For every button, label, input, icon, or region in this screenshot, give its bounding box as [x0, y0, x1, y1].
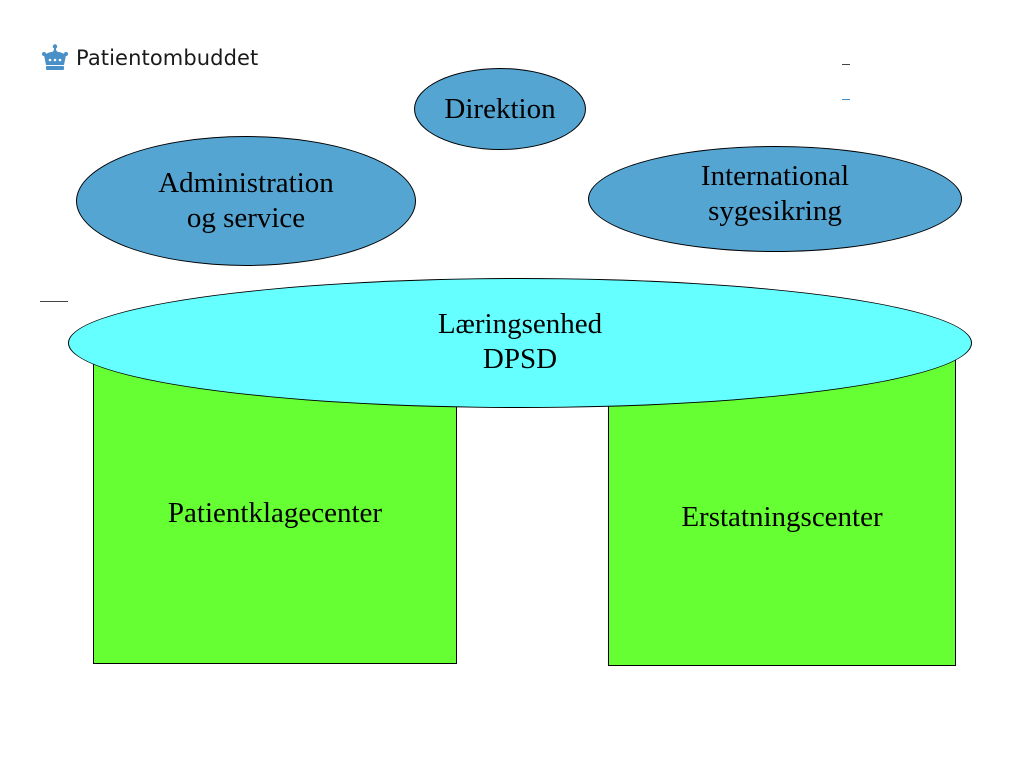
direktion-node: Direktion	[414, 68, 586, 150]
administration-node: Administration og service	[76, 136, 416, 266]
direktion-label: Direktion	[444, 92, 556, 125]
administration-label-line2: og service	[186, 202, 306, 234]
decorative-line	[842, 99, 850, 100]
erstatningscenter-label: Erstatningscenter	[681, 500, 883, 533]
international-node: International sygesikring	[588, 146, 962, 252]
laeringsenhed-label-line2: DPSD	[482, 342, 558, 375]
international-label-line1: International	[700, 160, 850, 192]
decorative-line	[842, 64, 850, 65]
crown-icon	[42, 44, 68, 70]
decorative-line	[40, 301, 68, 302]
patientklagecenter-label: Patientklagecenter	[167, 496, 383, 529]
international-label-line2: sygesikring	[708, 194, 842, 227]
logo: Patientombuddet	[40, 40, 258, 76]
laeringsenhed-label-line1: Læringsenhed	[437, 308, 603, 340]
laeringsenhed-node: Læringsenhed DPSD	[68, 278, 972, 408]
logo-text: Patientombuddet	[76, 46, 259, 70]
administration-label-line1: Administration	[158, 167, 334, 200]
